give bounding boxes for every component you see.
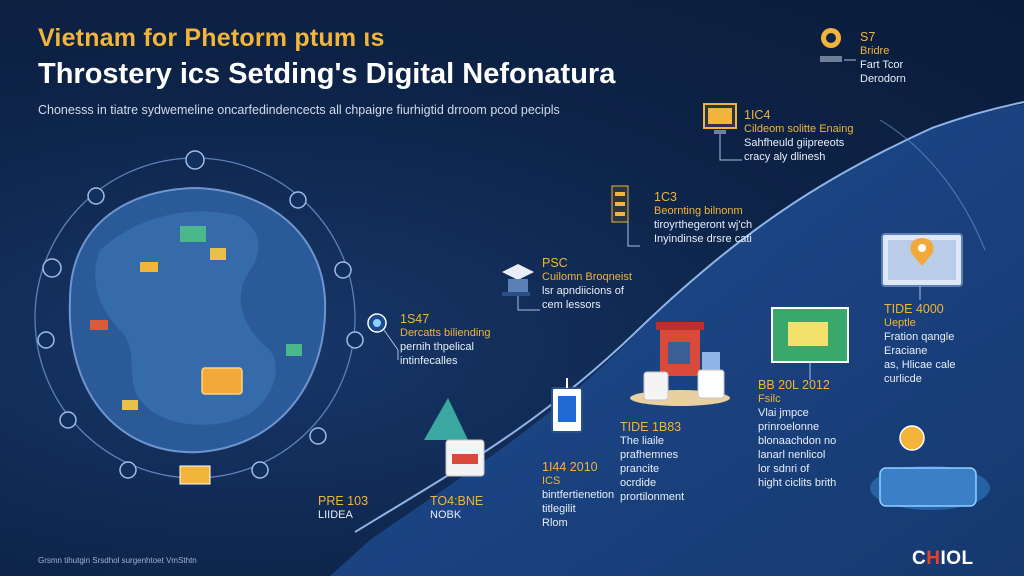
brand-logo: CHIOL <box>912 548 974 570</box>
timeline-text: Cuilomn Broqneist <box>542 271 632 283</box>
timeline-year: TIDE 4000 <box>884 302 944 316</box>
timeline-entry-11: PRE 103 LIIDEA <box>318 494 368 522</box>
timeline-text: as, Hlicae cale <box>884 359 956 371</box>
timeline-year: 1IC4 <box>744 108 771 122</box>
timeline-text: cem lessors <box>542 299 601 311</box>
page-title-line2: Throstery ics Setding's Digital Nefonatu… <box>38 58 616 90</box>
timeline-text: Bridre <box>860 45 890 57</box>
target-icon <box>367 313 387 333</box>
green-screen-icon <box>771 307 849 363</box>
logo-accent-letter: H <box>926 548 941 569</box>
timeline-text: prortilonment <box>620 491 685 503</box>
timeline-text: Eraciane <box>884 345 928 357</box>
connector-lines <box>383 59 921 380</box>
timeline-text: titlegilit <box>542 503 576 515</box>
timeline-text: blonaachdon no <box>758 435 837 447</box>
network-nodes <box>37 150 364 479</box>
timeline-text: Fsilc <box>758 393 781 405</box>
timeline-text: hight ciclits brith <box>758 477 837 489</box>
page-title-line1: Vietnam for Phetorm ptum ιs <box>38 24 385 52</box>
monitor-location-icon <box>881 233 963 287</box>
timeline-entry-1: 1S47 Dercatts biliending pernih thpelica… <box>400 312 491 368</box>
page-subtitle: Chonesss in tiatre sydwemeline oncarfedi… <box>38 103 560 117</box>
timeline-entry-2: PSC Cuilomn Broqneist lsr apndiicions of… <box>542 256 632 312</box>
timeline-text: Inyindinse drsre cati <box>654 233 752 245</box>
timeline-year: TIDE 1B83 <box>620 420 682 434</box>
timeline-text: Rlom <box>542 517 568 529</box>
timeline-text: lor sdnri of <box>758 463 810 475</box>
cup-icon <box>424 398 485 477</box>
timeline-year: PRE 103 <box>318 494 369 508</box>
timeline-text: Sahfheuld giipreeots <box>744 137 845 149</box>
timeline-text: Derodorn <box>860 73 906 85</box>
timeline-text: prinroelonne <box>758 421 820 433</box>
timeline-curve-shadow <box>879 119 986 251</box>
timeline-text: Ueptle <box>884 317 916 329</box>
timeline-entry-7: BB 20L 2012 Fsilc Vlai jmpce prinroelonn… <box>758 378 836 490</box>
location-pin-icon <box>820 28 842 62</box>
timeline-year: BB 20L 2012 <box>758 378 830 392</box>
timeline-entry-6: TIDE 4000 Ueptle Fration qangle Eraciane… <box>884 302 956 386</box>
timeline-text: tiroyrthegeront wj'ch <box>654 219 753 231</box>
graduation-cap-icon <box>502 264 534 296</box>
timeline-entry-5: S7 Bridre Fart Tcor Derodorn <box>860 30 906 86</box>
timeline-text: Cildeom solitte Enaing <box>744 123 854 135</box>
timeline-text: Dercatts biliending <box>400 327 491 339</box>
timeline-text: NOBK <box>430 509 462 521</box>
timeline-year: TO4:BNE <box>430 494 484 508</box>
timeline-text: ICS <box>542 475 561 487</box>
server-icon <box>611 185 629 223</box>
timeline-text: The liaile <box>620 435 665 447</box>
timeline-text: prafhemnes <box>620 449 679 461</box>
timeline-text: intinfecalles <box>400 355 458 367</box>
timeline-year: PSC <box>542 256 568 270</box>
timeline-text: Beornting bilnonm <box>654 205 743 217</box>
machine-icon <box>870 425 990 510</box>
timeline-text: Fration qangle <box>884 331 955 343</box>
timeline-year: 1S47 <box>400 312 430 326</box>
timeline-entry-10: TO4:BNE NOBK <box>430 494 483 522</box>
logo-letter: C <box>912 548 927 569</box>
timeline-year: 1C3 <box>654 190 677 204</box>
timeline-text: curlicde <box>884 373 922 385</box>
timeline-entry-4: 1IC4 Cildeom solitte Enaing Sahfheuld gi… <box>744 108 853 164</box>
computer-icon <box>703 103 737 134</box>
globe-map-icon <box>68 186 327 485</box>
timeline-entry-8: TIDE 1B83 The liaile prafhemnes prancite… <box>620 420 684 504</box>
timeline-entry-9: 1I44 2010 ICS bintfertienetion titlegili… <box>542 460 614 530</box>
timeline-text: LIIDEA <box>318 509 353 521</box>
timeline-entry-3: 1C3 Beornting bilnonm tiroyrthegeront wj… <box>654 190 752 246</box>
timeline-text: prancite <box>620 463 660 475</box>
timeline-text: Fart Tcor <box>860 59 904 71</box>
timeline-text: lsr apndiicions of <box>542 285 624 297</box>
timeline-year: S7 <box>860 30 876 44</box>
timeline-text: bintfertienetion <box>542 489 615 501</box>
timeline-text: lanarl nenlicol <box>758 449 826 461</box>
timeline-text: pernih thpelical <box>400 341 474 353</box>
timeline-text: ocrdide <box>620 477 657 489</box>
device-icon <box>551 378 583 433</box>
timeline-text: cracy aly dlinesh <box>744 151 826 163</box>
footer-credit: Grsmn tihutgin Srsdhol surgenhtoet VmSth… <box>38 556 197 565</box>
timeline-year: 1I44 2010 <box>542 460 598 474</box>
shop-icon <box>630 322 730 406</box>
logo-letters: IOL <box>940 548 974 569</box>
timeline-text: Vlai jmpce <box>758 407 809 419</box>
